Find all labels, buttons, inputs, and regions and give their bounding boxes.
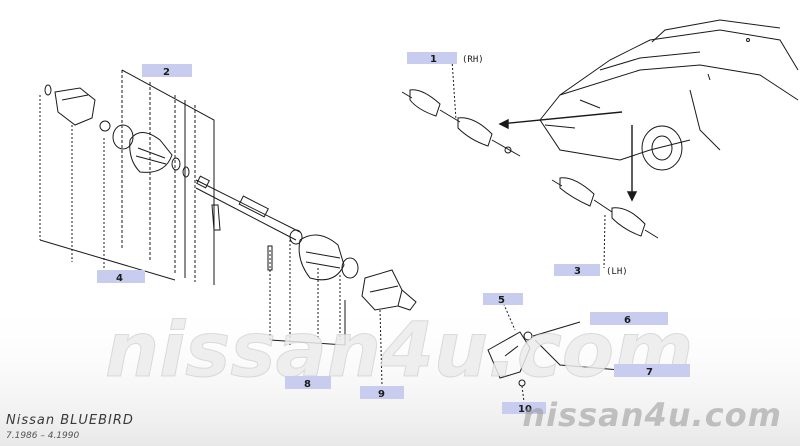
callout-2-bg bbox=[142, 64, 192, 77]
car-model-label: Nissan BLUEBIRD bbox=[6, 413, 134, 428]
driveshaft-lh bbox=[551, 177, 659, 269]
callout-10[interactable]: 10 bbox=[518, 404, 532, 415]
callout-1-bg bbox=[407, 52, 457, 64]
callout-8[interactable]: 8 bbox=[304, 379, 311, 390]
driveshaft-rh bbox=[401, 59, 521, 157]
callout-2[interactable]: 2 bbox=[163, 67, 170, 78]
production-dates: 7.1986 – 4.1990 bbox=[6, 431, 80, 441]
watermark-corner: nissan4u.com bbox=[522, 396, 782, 434]
callout-8-bg bbox=[285, 376, 331, 389]
exploded-driveshaft bbox=[39, 69, 417, 386]
callout-4-bg bbox=[97, 270, 145, 283]
callout-labels[interactable]: 1 (RH) 2 3 (LH) 4 5 6 7 8 9 10 bbox=[97, 52, 690, 415]
callout-3-side: (LH) bbox=[606, 267, 628, 277]
callout-6-bg bbox=[590, 312, 668, 325]
callout-3[interactable]: 3 bbox=[574, 266, 581, 277]
callout-9[interactable]: 9 bbox=[378, 389, 385, 400]
callout-1[interactable]: 1 bbox=[430, 54, 437, 65]
callout-9-bg bbox=[360, 386, 404, 399]
callout-7-bg bbox=[614, 364, 690, 377]
callout-7[interactable]: 7 bbox=[646, 367, 653, 378]
callout-3-bg bbox=[554, 264, 600, 276]
callout-5-bg bbox=[483, 293, 523, 305]
callout-10-bg bbox=[502, 402, 546, 414]
callout-5[interactable]: 5 bbox=[498, 295, 505, 306]
callout-4[interactable]: 4 bbox=[116, 273, 123, 284]
location-arrows bbox=[498, 111, 638, 202]
car-sketch bbox=[539, 19, 799, 171]
callout-6[interactable]: 6 bbox=[624, 315, 631, 326]
callout-1-side: (RH) bbox=[462, 55, 484, 65]
